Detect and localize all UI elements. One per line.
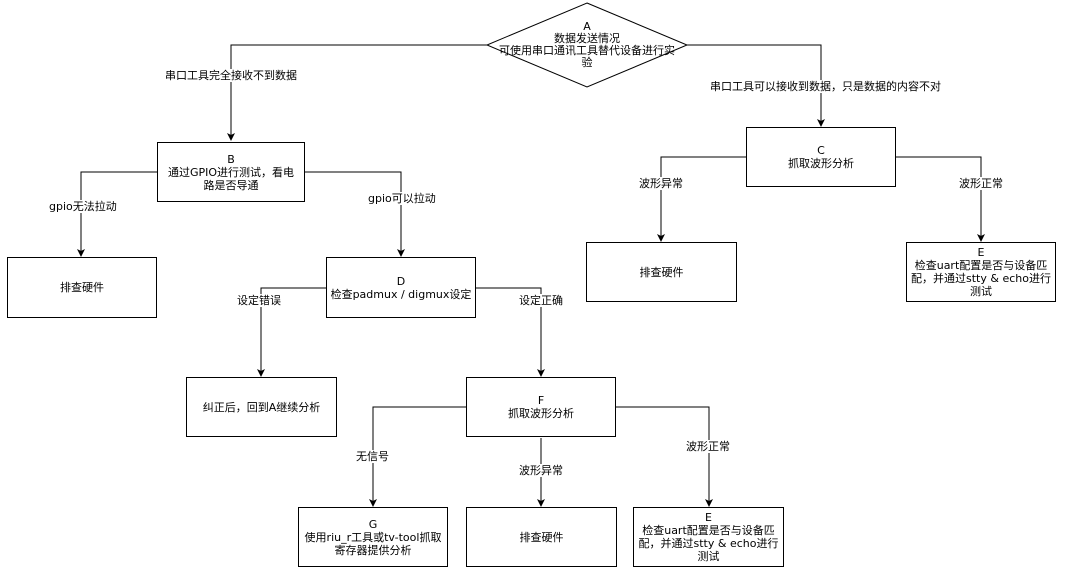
node-a-text: A 数据发送情况 可使用串口通讯工具替代设备进行实 验: [477, 8, 697, 82]
node-hardware-check-left: 排查硬件: [7, 257, 157, 318]
node-c-line1: 抓取波形分析: [788, 157, 854, 170]
node-g-line1: 使用riu_r工具或tv-tool抓取: [304, 530, 442, 544]
node-b: B 通过GPIO进行测试，看电 路是否导通: [157, 142, 305, 202]
node-e-bottom-line2: 配，并通过stty & echo进行: [638, 537, 779, 550]
node-f-id: F: [537, 394, 545, 407]
node-f-line1: 抓取波形分析: [508, 407, 574, 420]
node-d-line1: 检查padmux / digmux设定: [330, 287, 472, 301]
node-d: D 检查padmux / digmux设定: [326, 257, 476, 318]
edge-label-c-to-hw: 波形异常: [638, 177, 684, 190]
node-e-right: E 检查uart配置是否与设备匹 配，并通过stty & echo进行 测试: [906, 242, 1056, 302]
node-b-line1: 通过GPIO进行测试，看电: [167, 165, 295, 179]
connector-d-to-f: [476, 287, 545, 377]
connector-f-to-g: [369, 406, 466, 507]
node-e-right-id: E: [977, 246, 985, 259]
edge-label-d-to-fix: 设定错误: [236, 294, 282, 307]
edge-label-b-to-d: gpio可以拉动: [367, 192, 437, 205]
node-e-bottom-line1: 检查uart配置是否与设备匹: [642, 524, 775, 537]
node-a-line2: 可使用串口通讯工具替代设备进行实: [499, 44, 675, 57]
node-g: G 使用riu_r工具或tv-tool抓取 寄存器提供分析: [298, 507, 448, 567]
node-hardware-check-bottom: 排查硬件: [466, 507, 617, 567]
node-fix-return: 纠正后，回到A继续分析: [186, 377, 337, 437]
connector-f-to-e-bottom: [616, 406, 713, 507]
node-b-line2: 路是否导通: [203, 178, 259, 192]
edge-label-a-to-c: 串口工具可以接收到数据，只是数据的内容不对: [709, 80, 942, 93]
node-e-bottom-line3: 测试: [697, 550, 720, 563]
edge-label-f-to-hw: 波形异常: [518, 464, 564, 477]
edge-label-c-to-e: 波形正常: [958, 177, 1004, 190]
node-c-id: C: [817, 144, 825, 157]
node-f: F 抓取波形分析: [466, 377, 616, 437]
connector-b-to-hw-left: [77, 171, 157, 257]
connector-c-to-hw-mid: [657, 156, 746, 242]
node-e-bottom: E 检查uart配置是否与设备匹 配，并通过stty & echo进行 测试: [633, 507, 784, 567]
node-a-line3: 验: [581, 56, 593, 69]
hardware-check-mid-label: 排查硬件: [639, 265, 684, 279]
connector-a-to-b: [227, 44, 487, 141]
edge-label-b-to-hw: gpio无法拉动: [48, 200, 118, 213]
node-e-right-line1: 检查uart配置是否与设备匹: [914, 259, 1048, 272]
connector-c-to-e-right: [896, 156, 985, 242]
connector-d-to-fix: [257, 287, 326, 377]
node-g-line2: 寄存器提供分析: [334, 543, 412, 557]
node-g-id: G: [368, 517, 378, 531]
node-c: C 抓取波形分析: [746, 127, 896, 187]
decision-diamond-a: [485, 2, 689, 88]
fix-return-label: 纠正后，回到A继续分析: [202, 400, 321, 414]
edge-label-d-to-f: 设定正确: [518, 294, 564, 307]
hardware-check-left-label: 排查硬件: [60, 281, 104, 294]
node-b-id: B: [227, 152, 235, 166]
edge-label-f-to-e: 波形正常: [685, 440, 731, 453]
hardware-check-bottom-label: 排查硬件: [519, 530, 564, 544]
node-d-id: D: [396, 274, 406, 288]
connector-b-to-d: [305, 171, 405, 257]
edge-label-a-to-b: 串口工具完全接收不到数据: [164, 69, 298, 82]
node-e-bottom-id: E: [705, 511, 712, 524]
node-a-line1: 数据发送情况: [554, 32, 620, 45]
node-e-right-line2: 配，并通过stty & echo进行: [911, 272, 1051, 285]
node-hardware-check-mid: 排查硬件: [586, 242, 737, 302]
node-a-id: A: [583, 20, 591, 33]
connector-a-to-c: [687, 44, 825, 127]
node-e-right-line3: 测试: [970, 285, 992, 298]
edge-label-f-to-g: 无信号: [355, 450, 390, 463]
